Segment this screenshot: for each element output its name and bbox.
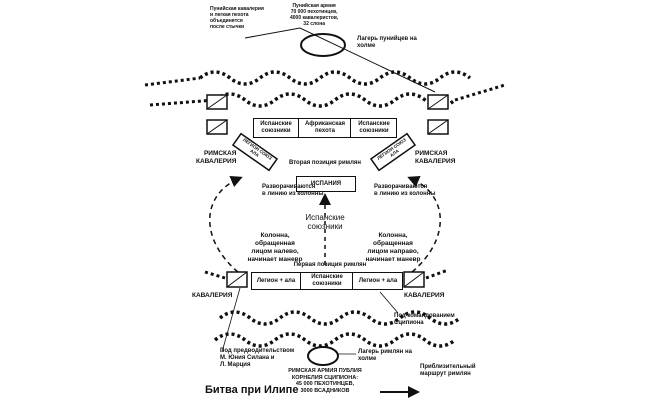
skirmish-wave-top-1 — [198, 70, 472, 86]
spanish-allies-label: Испанские союзники — [305, 213, 345, 231]
roman-cavalry-top-right — [427, 94, 449, 135]
punic-spanish-allies-left: Испанские союзники — [254, 119, 299, 137]
cavalry-label-left: КАВАЛЕРИЯ — [192, 292, 233, 299]
punic-dotted-left2 — [149, 98, 216, 107]
route-left — [209, 176, 243, 273]
spain-box: ИСПАНИЯ — [296, 176, 356, 192]
legion-left-block — [231, 132, 279, 172]
second-position-label: Вторая позиция римлян — [288, 160, 362, 166]
diagram-title: Битва при Илипе — [205, 384, 299, 396]
punic-camp-hill — [300, 33, 346, 57]
silanus-command-note: Под предводительством М. Юния Силана и Л… — [220, 348, 295, 368]
punic-dotted-right — [454, 83, 506, 102]
roman-cavalry-label-left: РИМСКАЯ КАВАЛЕРИЯ — [196, 150, 237, 165]
roman-legion-left: Легион + ала — [252, 273, 301, 289]
skirmish-wave-bottom-2 — [213, 332, 457, 348]
roman-legion-right: Легион + ала — [358, 277, 398, 284]
roman-army-label: РИМСКАЯ АРМИЯ ПУБЛИЯ КОРНЕЛИЯ СЦИПИОНА: … — [288, 368, 362, 394]
scipio-pointer — [379, 291, 399, 314]
punic-cavalry-note: Пунийская кавалерия и легкая пехота объе… — [210, 6, 264, 30]
roman-camp-label: Лагерь римлян на холме — [358, 349, 412, 362]
deploy-right-note: Разворачиваются в линию из колонны — [374, 184, 436, 197]
roman-camp-hill — [307, 346, 339, 366]
punic-cavalry-route-line — [244, 27, 436, 93]
roman-cavalry-top-left — [206, 94, 228, 135]
roman-cavalry-bottom-right — [403, 271, 425, 288]
cavalry-label-right: КАВАЛЕРИЯ — [404, 292, 445, 299]
legion-right-block — [369, 132, 417, 172]
roman-cavalry-label-right: РИМСКАЯ КАВАЛЕРИЯ — [415, 150, 456, 165]
first-position-label: Первая позиция римлян — [293, 262, 367, 268]
roman-dotted-right — [425, 268, 449, 280]
skirmish-wave-top-2 — [213, 92, 457, 108]
legend-route-label: Приблизительный маршрут римлян — [420, 364, 476, 377]
roman-cavalry-bottom-left — [226, 271, 248, 288]
punic-army-label: Пунийская армия 70 000 пехотинцев, 4000 … — [290, 3, 339, 27]
route-right — [407, 176, 441, 273]
skirmish-wave-bottom-1 — [218, 310, 462, 326]
punic-spanish-allies-right: Испанские союзники — [358, 121, 390, 134]
roman-dotted-left — [204, 270, 226, 280]
column-right-note: Колонна, обращенная лицом направо, начин… — [365, 232, 421, 263]
punic-dotted-left — [144, 76, 201, 87]
roman-spanish-allies: Испанские союзники — [302, 273, 353, 289]
punic-african-infantry: Африканская пехота — [300, 119, 351, 137]
column-left-note: Колонна, обращенная лицом налево, начина… — [247, 232, 303, 263]
spain-box-label: ИСПАНИЯ — [310, 180, 342, 187]
silanus-pointer — [221, 287, 241, 353]
punic-battle-line: Испанские союзники Африканская пехота Ис… — [253, 118, 397, 138]
scipio-command-note: Под командованием Сципиона — [394, 313, 455, 326]
punic-camp-label: Лагерь пунийцев на холме — [357, 36, 417, 49]
roman-battle-line: Легион + ала Испанские союзники Легион +… — [251, 272, 403, 290]
deploy-left-note: Разворачиваются в линию из колонны — [262, 184, 324, 197]
